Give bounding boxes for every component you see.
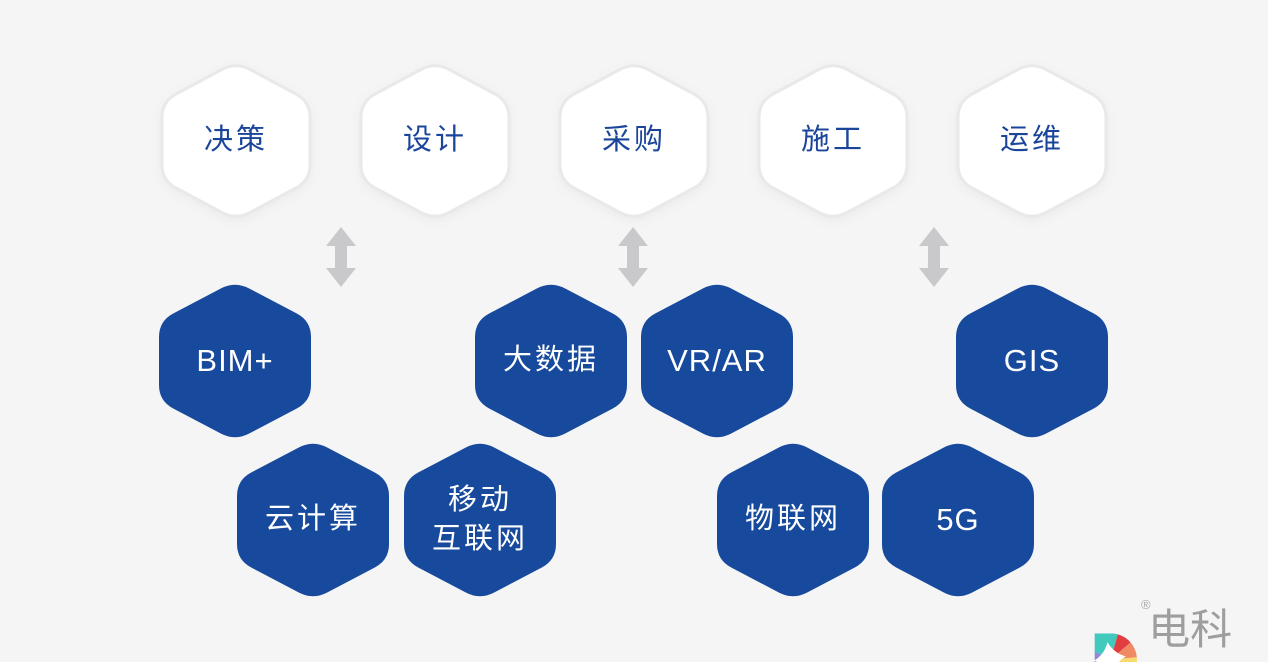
stage-label-procurement: 采购 — [601, 124, 666, 157]
tech-label-mobile-internet: 移动 互联网 — [431, 483, 528, 555]
up-down-arrow-icon — [326, 227, 356, 287]
tech-hexagon-bim-plus: BIM+ — [159, 281, 311, 441]
hexagon-shape-icon — [475, 284, 627, 438]
hexagon-shape-icon — [404, 443, 556, 597]
tech-label-bim-plus: BIM+ — [196, 343, 274, 379]
hexagon-shape-icon — [237, 443, 389, 597]
tech-label-vr-ar: VR/AR — [667, 343, 767, 379]
tech-label-5g: 5G — [936, 502, 980, 538]
up-down-arrow-icon — [618, 227, 648, 287]
tech-hexagon-cloud-computing: 云计算 — [237, 440, 389, 600]
tech-label-cloud-computing: 云计算 — [264, 503, 361, 536]
hexagon-shape-icon — [882, 443, 1034, 597]
tech-hexagon-gis: GIS — [956, 281, 1108, 441]
stage-label-design: 设计 — [402, 124, 467, 157]
stage-hexagon-construction: 施工 — [757, 60, 909, 222]
tech-hexagon-vr-ar: VR/AR — [641, 281, 793, 441]
diankeji-watermark: 电科技 — [1087, 600, 1268, 669]
hexagon-shape-icon — [717, 443, 869, 597]
stage-hexagon-decision: 决策 — [160, 60, 312, 222]
tech-hexagon-mobile-internet: 移动 互联网 — [404, 440, 556, 600]
stage-hexagon-design: 设计 — [359, 60, 511, 222]
stage-label-decision: 决策 — [203, 124, 268, 157]
stage-hexagon-procurement: 采购 — [558, 60, 710, 222]
bottom-white-strip — [0, 662, 1268, 669]
hexagon-shape-icon — [956, 284, 1108, 438]
tech-label-big-data: 大数据 — [502, 344, 599, 377]
stage-hexagon-operations: 运维 — [956, 60, 1108, 222]
hexagon-shape-icon — [641, 284, 793, 438]
hexagon-shape-icon — [956, 64, 1108, 218]
stage-label-construction: 施工 — [800, 124, 865, 157]
hexagon-shape-icon — [757, 64, 909, 218]
registered-trademark-icon: ® — [1141, 597, 1151, 612]
hexagon-shape-icon — [159, 284, 311, 438]
tech-hexagon-iot: 物联网 — [717, 440, 869, 600]
tech-hexagon-5g: 5G — [882, 440, 1034, 600]
stage-label-operations: 运维 — [999, 124, 1064, 157]
hexagon-shape-icon — [160, 64, 312, 218]
brand-name: 电科技 — [1148, 606, 1233, 669]
tech-label-iot: 物联网 — [744, 503, 841, 536]
up-down-arrow-icon — [919, 227, 949, 287]
tech-label-gis: GIS — [1003, 343, 1061, 379]
hexagon-shape-icon — [558, 64, 710, 218]
hexagon-shape-icon — [359, 64, 511, 218]
tech-hexagon-big-data: 大数据 — [475, 281, 627, 441]
